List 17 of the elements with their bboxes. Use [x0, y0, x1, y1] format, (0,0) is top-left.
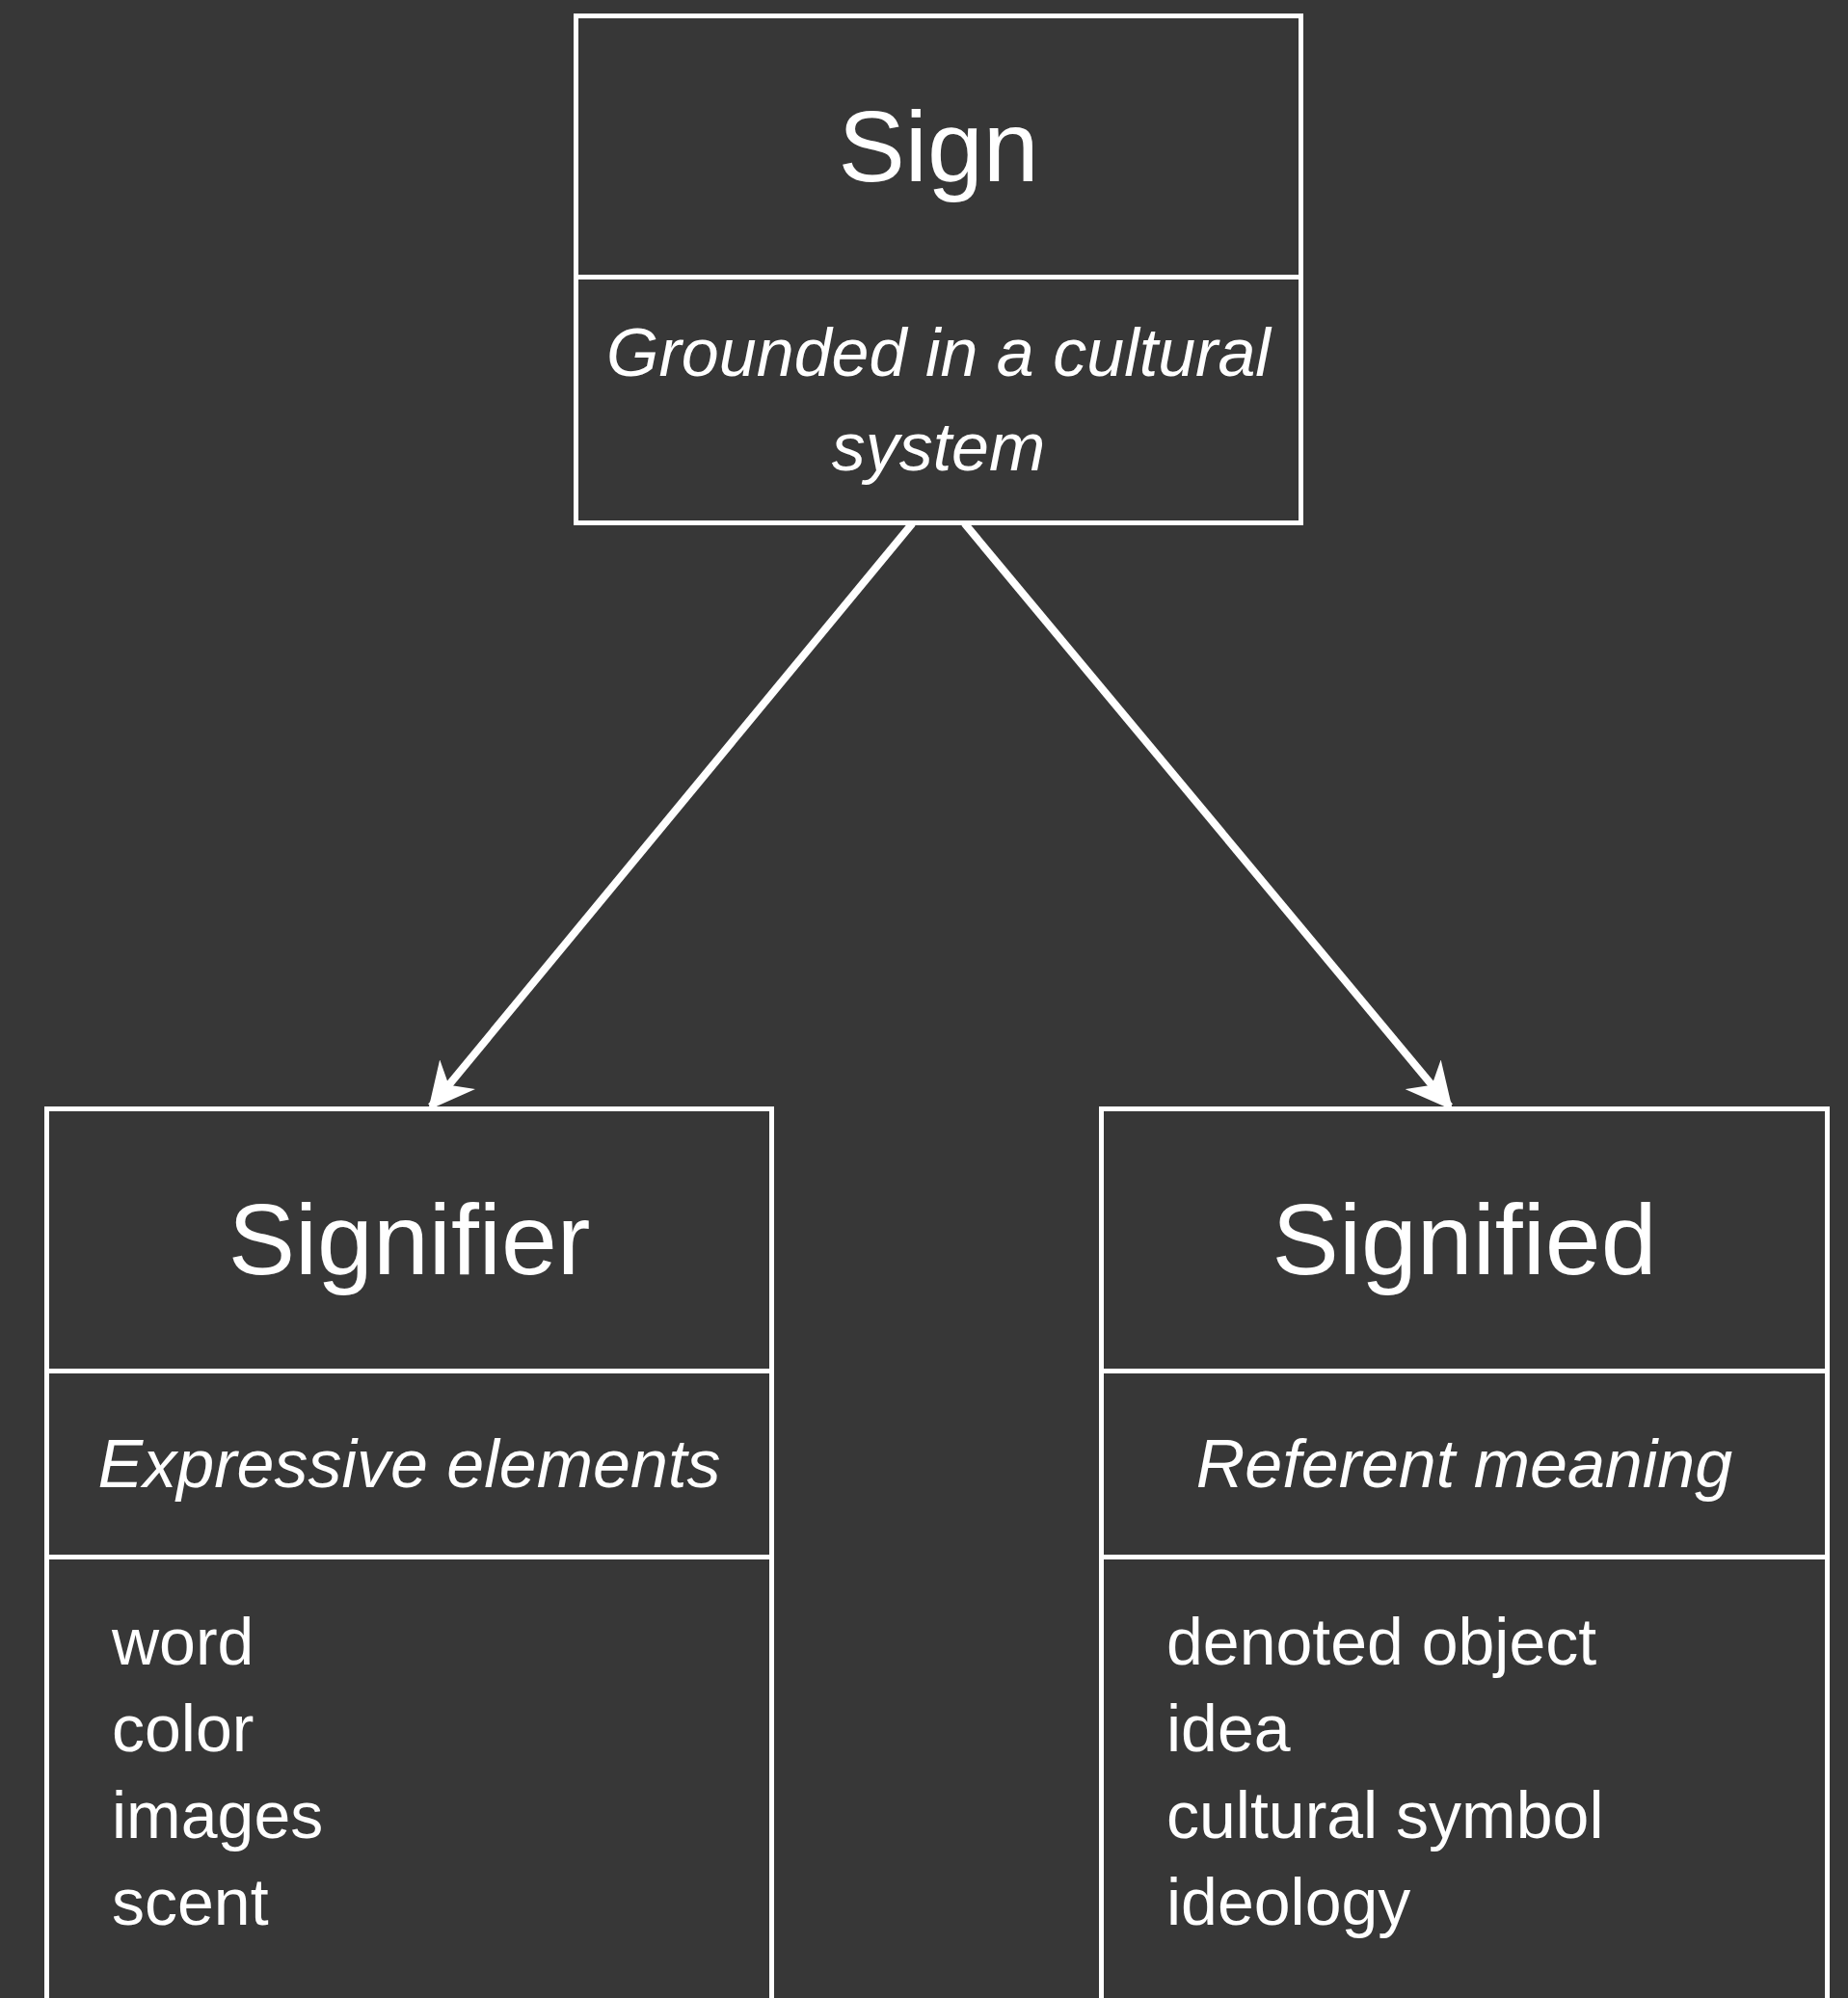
- box-subtitle: Referent meaning: [1195, 1425, 1733, 1504]
- box-subtitle: Grounded in a cultural system: [605, 314, 1273, 487]
- box-title: Signified: [1272, 1185, 1657, 1295]
- class-box: [574, 13, 1303, 525]
- list-item: cultural symbol: [1166, 1777, 1604, 1853]
- list-item: denoted object: [1166, 1604, 1597, 1680]
- list-item: scent: [112, 1864, 269, 1940]
- box-subtitle: Expressive elements: [97, 1425, 721, 1504]
- box-title: Sign: [838, 91, 1039, 202]
- list-item: word: [112, 1604, 254, 1680]
- list-item: color: [112, 1691, 254, 1767]
- list-item: idea: [1166, 1691, 1291, 1767]
- list-item: ideology: [1166, 1864, 1411, 1940]
- class-box: [1099, 1106, 1830, 1998]
- box-title: Signifier: [228, 1185, 591, 1295]
- class-box: [44, 1106, 774, 1998]
- list-item: images: [112, 1777, 324, 1853]
